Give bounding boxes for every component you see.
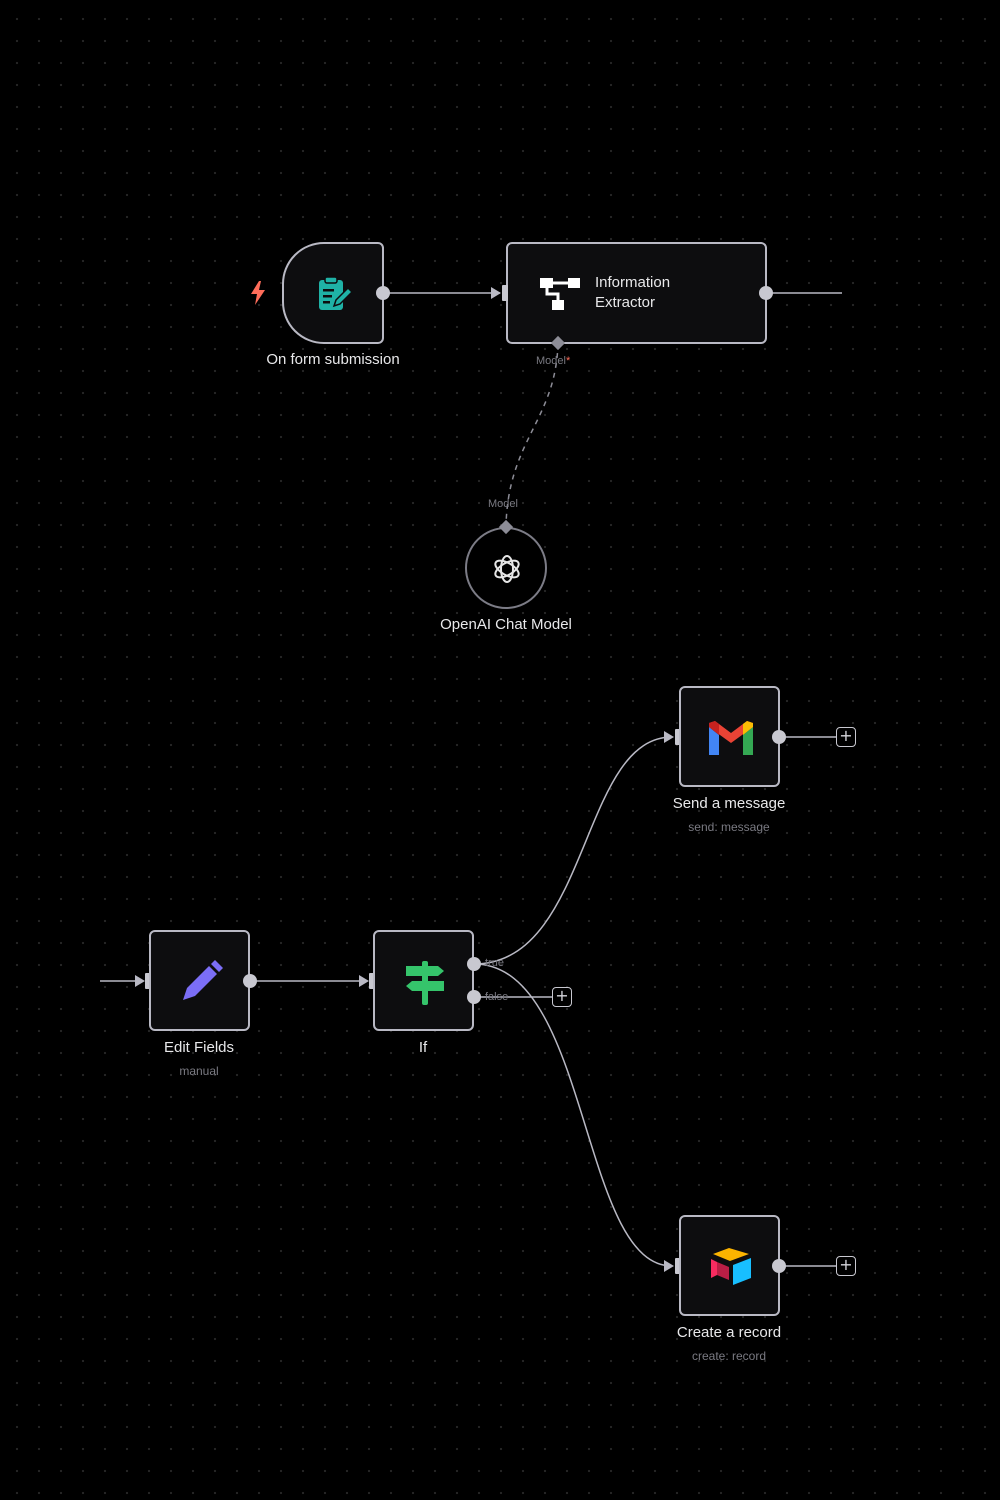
information-extractor-output-handle[interactable] — [759, 286, 773, 300]
model-port-label-top: Model* — [536, 355, 570, 367]
information-extractor-input-arrow — [491, 287, 501, 299]
edit-fields-output-handle[interactable] — [243, 974, 257, 988]
form-trigger-label: On form submission — [266, 351, 400, 368]
connection-if-true-to-airtable — [473, 963, 673, 1267]
node-edit-fields[interactable] — [149, 930, 250, 1031]
node-openai-chat-model[interactable] — [465, 527, 547, 609]
if-false-label: false — [485, 991, 509, 1003]
form-trigger-output-handle[interactable] — [376, 286, 390, 300]
create-record-input-arrow — [664, 1260, 674, 1272]
send-message-input-arrow — [664, 731, 674, 743]
openai-icon — [494, 555, 520, 583]
send-message-add-button[interactable]: + — [836, 727, 856, 747]
node-information-extractor[interactable]: Information Extractor — [506, 242, 767, 344]
edit-fields-label: Edit Fields — [163, 1039, 235, 1056]
edit-fields-input-arrow — [135, 975, 145, 987]
connection-model-dashed — [505, 342, 559, 527]
create-record-add-button[interactable]: + — [836, 1256, 856, 1276]
if-input-arrow — [359, 975, 369, 987]
if-true-output-handle[interactable] — [467, 957, 481, 971]
trigger-bolt-icon — [251, 281, 265, 305]
send-message-subtitle: send: message — [688, 820, 770, 834]
if-false-output-handle[interactable] — [467, 990, 481, 1004]
information-extractor-title-line1: Information — [595, 274, 671, 291]
node-send-message[interactable] — [679, 686, 780, 787]
node-create-record[interactable] — [679, 1215, 780, 1316]
openai-chat-model-label: OpenAI Chat Model — [440, 616, 572, 633]
form-edit-icon — [319, 276, 354, 310]
create-record-output-handle[interactable] — [772, 1259, 786, 1273]
edit-fields-input-handle[interactable] — [145, 973, 151, 989]
send-message-input-handle[interactable] — [675, 729, 681, 745]
signpost-icon — [406, 961, 444, 1005]
create-record-label: Create a record — [676, 1324, 782, 1341]
information-extractor-title: Information Extractor — [595, 273, 670, 313]
information-extractor-input-handle[interactable] — [502, 285, 508, 301]
pencil-icon — [183, 960, 223, 1000]
model-port-label-bottom: Model — [488, 498, 518, 510]
model-port-label-top-text: Model — [536, 355, 566, 367]
required-marker: * — [565, 355, 571, 367]
hierarchy-icon — [540, 278, 580, 310]
if-label: If — [418, 1039, 428, 1056]
create-record-input-handle[interactable] — [675, 1258, 681, 1274]
send-message-output-handle[interactable] — [772, 730, 786, 744]
send-message-label: Send a message — [672, 795, 786, 812]
edit-fields-subtitle: manual — [179, 1064, 219, 1078]
connection-if-true-to-gmail — [473, 736, 673, 965]
create-record-subtitle: create: record — [691, 1349, 767, 1363]
information-extractor-title-line2: Extractor — [595, 294, 656, 311]
if-true-label: true — [485, 957, 504, 969]
if-false-add-button[interactable]: + — [552, 987, 572, 1007]
node-form-trigger[interactable] — [282, 242, 384, 344]
node-if[interactable] — [373, 930, 474, 1031]
gmail-icon — [709, 721, 753, 755]
airtable-icon — [711, 1248, 751, 1285]
if-input-handle[interactable] — [369, 973, 375, 989]
